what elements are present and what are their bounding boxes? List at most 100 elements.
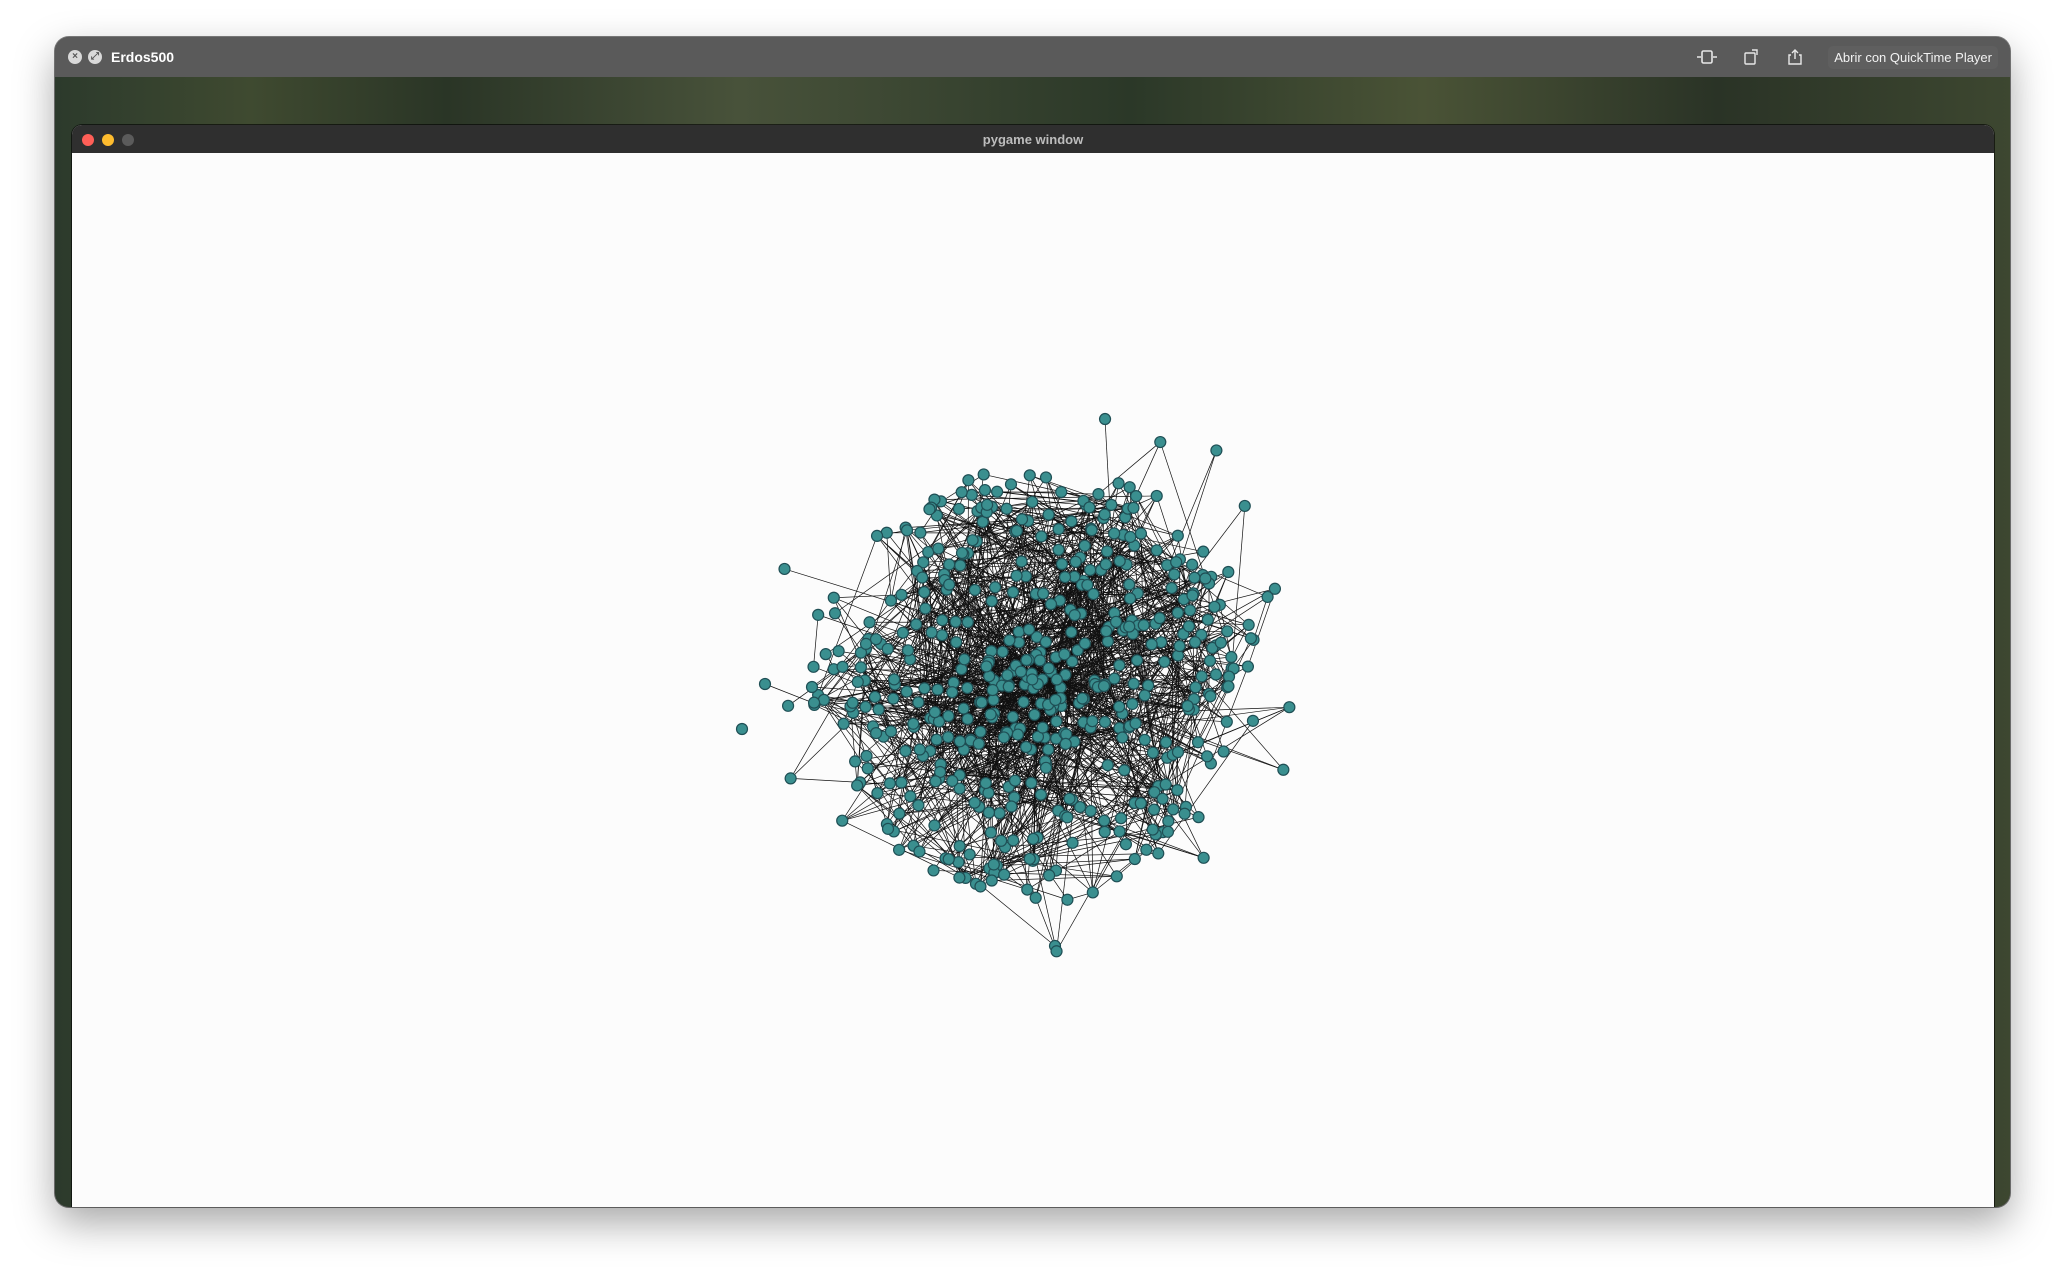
graph-node — [1195, 670, 1208, 683]
graph-node — [1011, 728, 1024, 741]
graph-node — [1105, 498, 1118, 511]
graph-node — [1118, 764, 1131, 777]
open-with-quicktime-button[interactable]: Abrir con QuickTime Player — [1828, 45, 1998, 69]
graph-nodes — [735, 412, 1296, 958]
graph-edge — [1144, 695, 1211, 697]
graph-node — [1014, 665, 1027, 678]
graph-edge — [790, 778, 861, 783]
graph-node — [955, 663, 968, 676]
graph-edge — [941, 635, 1010, 787]
graph-node — [943, 558, 956, 571]
graph-node — [1010, 569, 1023, 582]
graph-edge — [1092, 723, 1136, 893]
graph-node — [1005, 800, 1018, 813]
graph-node — [1116, 731, 1129, 744]
graph-node — [1023, 852, 1036, 865]
graph-node — [1110, 870, 1123, 883]
graph-node — [928, 706, 941, 719]
graph-node — [928, 819, 941, 832]
graph-node — [1078, 539, 1091, 552]
graph-node — [1146, 823, 1159, 836]
graph-node — [980, 660, 993, 673]
graph-edge — [946, 589, 955, 683]
graph-node — [807, 660, 820, 673]
graph-node — [1134, 797, 1147, 810]
graph-edge — [945, 853, 1159, 859]
graph-node — [1008, 774, 1022, 787]
graph-node — [1191, 736, 1205, 749]
graph-node — [1092, 488, 1105, 501]
graph-edge — [1103, 518, 1105, 687]
graph-edge — [963, 521, 984, 709]
graph-node — [1042, 743, 1055, 756]
graph-node — [916, 571, 929, 584]
graph-node — [1113, 825, 1126, 838]
graph-edge — [856, 785, 959, 863]
rotate-icon[interactable] — [1740, 46, 1762, 68]
graph-node — [863, 616, 876, 629]
graph-edge — [948, 584, 1093, 722]
graph-node — [953, 735, 967, 748]
graph-node — [1061, 893, 1074, 906]
fullscreen-icon[interactable]: ⤢ — [88, 50, 102, 64]
graph-edge — [1119, 624, 1249, 729]
graph-node — [930, 733, 943, 746]
graph-node — [781, 699, 795, 712]
graph-node — [1150, 489, 1163, 503]
graph-edge — [1036, 574, 1175, 656]
graph-node — [1134, 527, 1148, 540]
graph-node — [985, 594, 998, 608]
graph-edge — [869, 621, 909, 651]
graph-edge — [842, 666, 935, 720]
graph-node — [1170, 556, 1183, 569]
graph-node — [958, 653, 971, 666]
window-minimize-button[interactable] — [102, 134, 114, 146]
graph-node — [1019, 740, 1033, 754]
graph-node — [1192, 811, 1205, 824]
graph-node — [1010, 524, 1023, 537]
trim-icon[interactable] — [1696, 46, 1718, 68]
graph-node — [1130, 654, 1144, 667]
graph-node — [1028, 708, 1041, 721]
graph-node — [805, 680, 819, 694]
graph-canvas — [72, 153, 1994, 1207]
graph-node — [1039, 471, 1053, 484]
graph-node — [1246, 714, 1260, 727]
graph-node — [1152, 847, 1165, 860]
graph-edge — [982, 521, 1022, 562]
graph-edge — [1032, 752, 1154, 840]
graph-node — [1081, 578, 1094, 592]
graph-node — [917, 556, 930, 569]
graph-node — [1277, 763, 1290, 776]
graph-node — [1020, 653, 1033, 667]
graph-node — [1171, 606, 1184, 619]
graph-node — [1130, 490, 1143, 503]
graph-node — [1261, 590, 1274, 604]
graph-node — [1043, 869, 1056, 882]
graph-edge — [991, 600, 1072, 633]
graph-node — [1123, 578, 1136, 591]
graph-node — [1026, 495, 1039, 509]
graph-node — [1087, 587, 1100, 601]
graph-node — [1083, 501, 1096, 514]
graph-node — [892, 843, 906, 856]
window-close-button[interactable] — [82, 134, 94, 146]
close-icon[interactable]: × — [68, 50, 82, 64]
graph-edge — [1074, 741, 1166, 785]
graph-node — [836, 660, 849, 673]
graph-node — [1156, 792, 1169, 805]
graph-node — [950, 636, 963, 649]
graph-edge — [1157, 720, 1254, 854]
graph-node — [982, 806, 996, 819]
graph-edge — [1029, 474, 1178, 537]
graph-node — [1007, 834, 1020, 847]
graph-node — [1242, 618, 1255, 631]
graph-edge — [1071, 495, 1158, 662]
graph-node — [1217, 745, 1230, 758]
share-icon[interactable] — [1784, 46, 1806, 68]
graph-edge — [1065, 685, 1229, 745]
graph-node — [1127, 677, 1140, 690]
graph-node — [1145, 638, 1158, 651]
graph-edge — [1122, 495, 1157, 536]
graph-edge — [869, 622, 938, 690]
